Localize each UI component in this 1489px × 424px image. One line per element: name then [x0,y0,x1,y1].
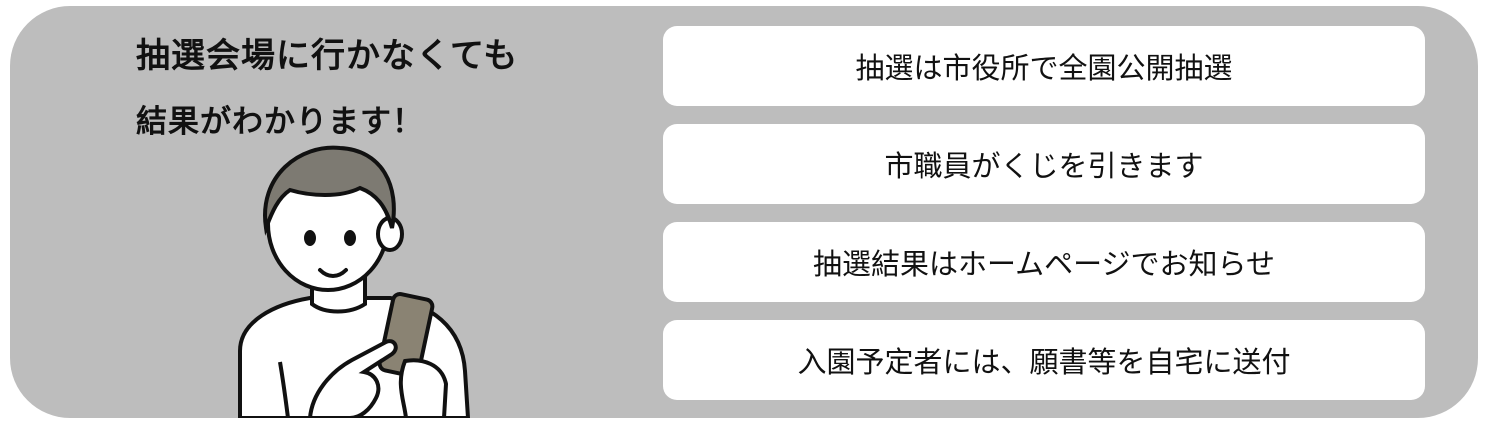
step-card-3: 抽選結果はホームページでお知らせ [663,222,1425,302]
info-panel: 抽選会場に行かなくても 結果がわかります！ 抽選は市役所で全園公開抽選 市職員が… [10,6,1478,418]
headline-line-1: 抽選会場に行かなくても [136,36,519,76]
step-card-2: 市職員がくじを引きます [663,124,1425,204]
step-label: 抽選は市役所で全園公開抽選 [855,51,1233,85]
step-label: 市職員がくじを引きます [884,149,1204,183]
step-label: 入園予定者には、願書等を自宅に送付 [797,345,1291,379]
step-card-4: 入園予定者には、願書等を自宅に送付 [663,320,1425,400]
headline-line-2: 結果がわかります！ [136,104,424,140]
step-card-1: 抽選は市役所で全園公開抽選 [663,26,1425,106]
step-label: 抽選結果はホームページでお知らせ [813,247,1275,281]
person-with-smartphone-icon [238,145,471,418]
